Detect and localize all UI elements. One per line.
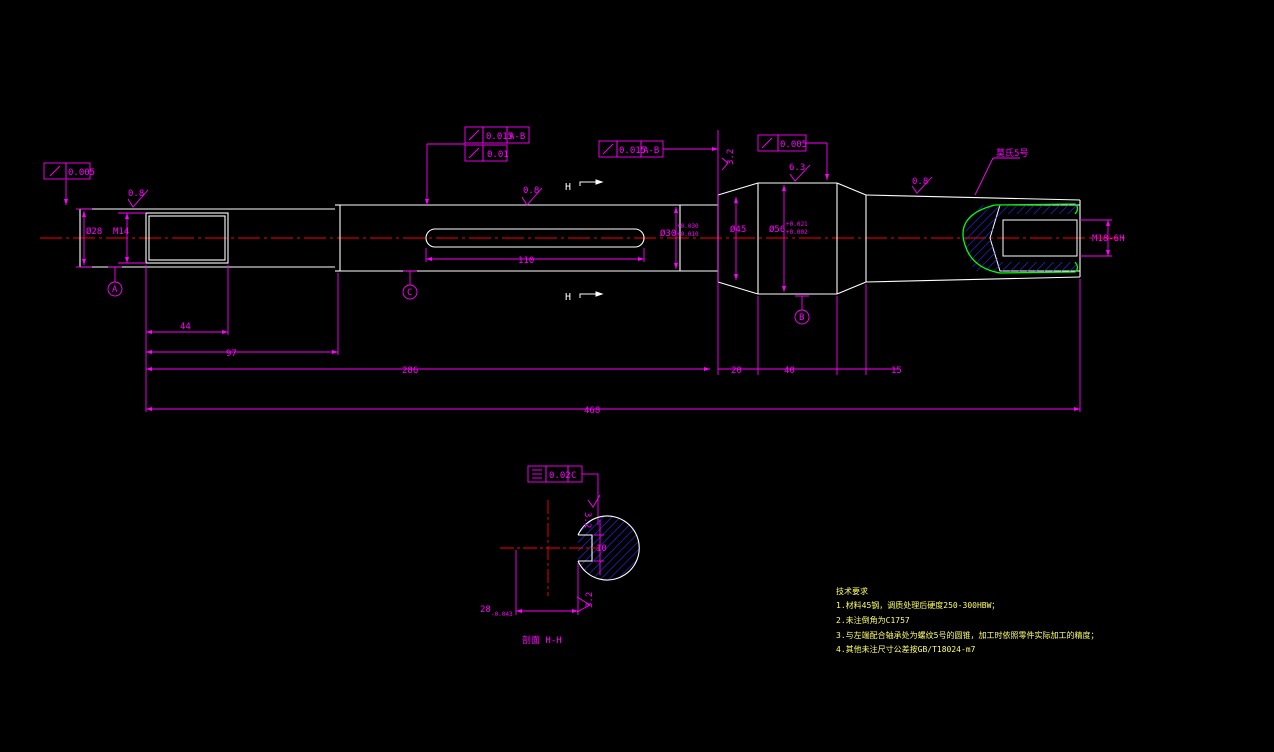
- dim-m18: M18-6H: [1092, 234, 1125, 244]
- dim-40: 40: [784, 366, 795, 376]
- gdt-frame-left: [43, 162, 91, 180]
- gdt-mid-value: 0.015: [619, 146, 646, 156]
- gdt-center-datum: A-B: [509, 132, 525, 142]
- gdt-section-datum: C: [571, 471, 576, 481]
- dim-d30-lower: +0.010: [677, 231, 699, 238]
- dimension-text: Ø28 M14 Ø30 +0.030 +0.010 Ø45 Ø56 +0.021…: [86, 221, 1125, 618]
- dim-d30-upper: +0.030: [677, 223, 699, 230]
- gdt-frame-center: [464, 126, 530, 162]
- datum-text: A C B: [112, 285, 804, 323]
- note-3: 3.与左端配合轴承处为螺纹5号的圆锥，加工时依照零件实际加工的精度；: [836, 630, 1098, 640]
- datum-c: C: [407, 288, 412, 298]
- roughness-collar: 6.3: [789, 163, 805, 173]
- dim-97: 97: [226, 349, 237, 359]
- dim-468: 468: [584, 406, 600, 416]
- dim-d56-upper: +0.021: [786, 221, 808, 228]
- gdt-frame-right: [757, 134, 807, 152]
- dim-d28: Ø28: [86, 226, 102, 237]
- dimension-geometry: [65, 130, 1112, 613]
- section-labels: H H 莫氏5号 剖面 H-H: [522, 147, 1028, 646]
- dim-d30: Ø30: [660, 228, 676, 239]
- section-title: 剖面 H-H: [522, 634, 562, 646]
- dim-44: 44: [180, 322, 191, 332]
- gdt-frame-section: [527, 465, 599, 525]
- roughness-mid: 0.8: [523, 186, 539, 196]
- dim-286: 286: [402, 366, 418, 376]
- roughness-section-top: 3.2: [582, 512, 592, 528]
- dim-d45: Ø45: [730, 224, 746, 235]
- gdt-left-value: 0.005: [68, 168, 95, 178]
- roughness-section-bottom: 3.2: [585, 592, 595, 608]
- dim-m14: M14: [113, 227, 129, 237]
- notes-title: 技术要求: [836, 586, 868, 596]
- dim-15: 15: [891, 366, 902, 376]
- gdt-section-value: 0.02: [549, 471, 571, 481]
- internal-thread-section: [962, 203, 1081, 274]
- section-arrows[interactable]: [579, 179, 604, 298]
- roughness-shoulder: 3.2: [726, 149, 736, 165]
- dim-d56-lower: +0.002: [786, 229, 808, 236]
- dim-d56: Ø56: [769, 224, 785, 235]
- datum-a: A: [112, 285, 118, 295]
- dim-sec-10: 10: [596, 544, 607, 554]
- datum-circles: [107, 281, 810, 325]
- dim-sec-28: 28: [480, 605, 491, 615]
- gdt-center-value: 0.015: [486, 132, 513, 142]
- dim-110: 110: [518, 256, 534, 266]
- roughness-right: 0.8: [912, 177, 928, 187]
- technical-notes: 技术要求 1.材料45钢，调质处理后硬度250-300HBW； 2.未注倒角为C…: [836, 586, 1098, 654]
- section-mark-bottom: H: [565, 292, 571, 303]
- gdt-frame-mid: [598, 140, 664, 158]
- dim-sec-28-tol: -0.043: [491, 611, 513, 618]
- keyway: [425, 228, 645, 248]
- dimension-arrows: [64, 147, 1110, 411]
- section-mark-top: H: [565, 182, 571, 193]
- note-1: 1.材料45钢，调质处理后硬度250-300HBW；: [836, 600, 999, 610]
- section-hh: [500, 500, 640, 615]
- gdt-mid-datum: A-B: [643, 146, 659, 156]
- roughness-text: 0.8 0.8 3.2 6.3 0.8 3.2 3.2: [128, 149, 928, 608]
- note-2: 2.未注倒角为C1757: [836, 615, 910, 625]
- shaft-outline: [79, 182, 1081, 295]
- morse-taper-label: 莫氏5号: [996, 147, 1028, 159]
- note-4: 4.其他未注尺寸公差按GB/T18024-m7: [836, 644, 976, 654]
- gdt-right-value: 0.005: [780, 140, 807, 150]
- datum-b: B: [799, 313, 804, 323]
- gdt-center-cyl-value: 0.01: [487, 150, 509, 160]
- gdt-text: 0.005 0.015 A-B 0.01 0.015 A-B 0.005 0.0…: [68, 132, 807, 481]
- roughness-left: 0.8: [128, 189, 144, 199]
- dim-20: 20: [731, 366, 742, 376]
